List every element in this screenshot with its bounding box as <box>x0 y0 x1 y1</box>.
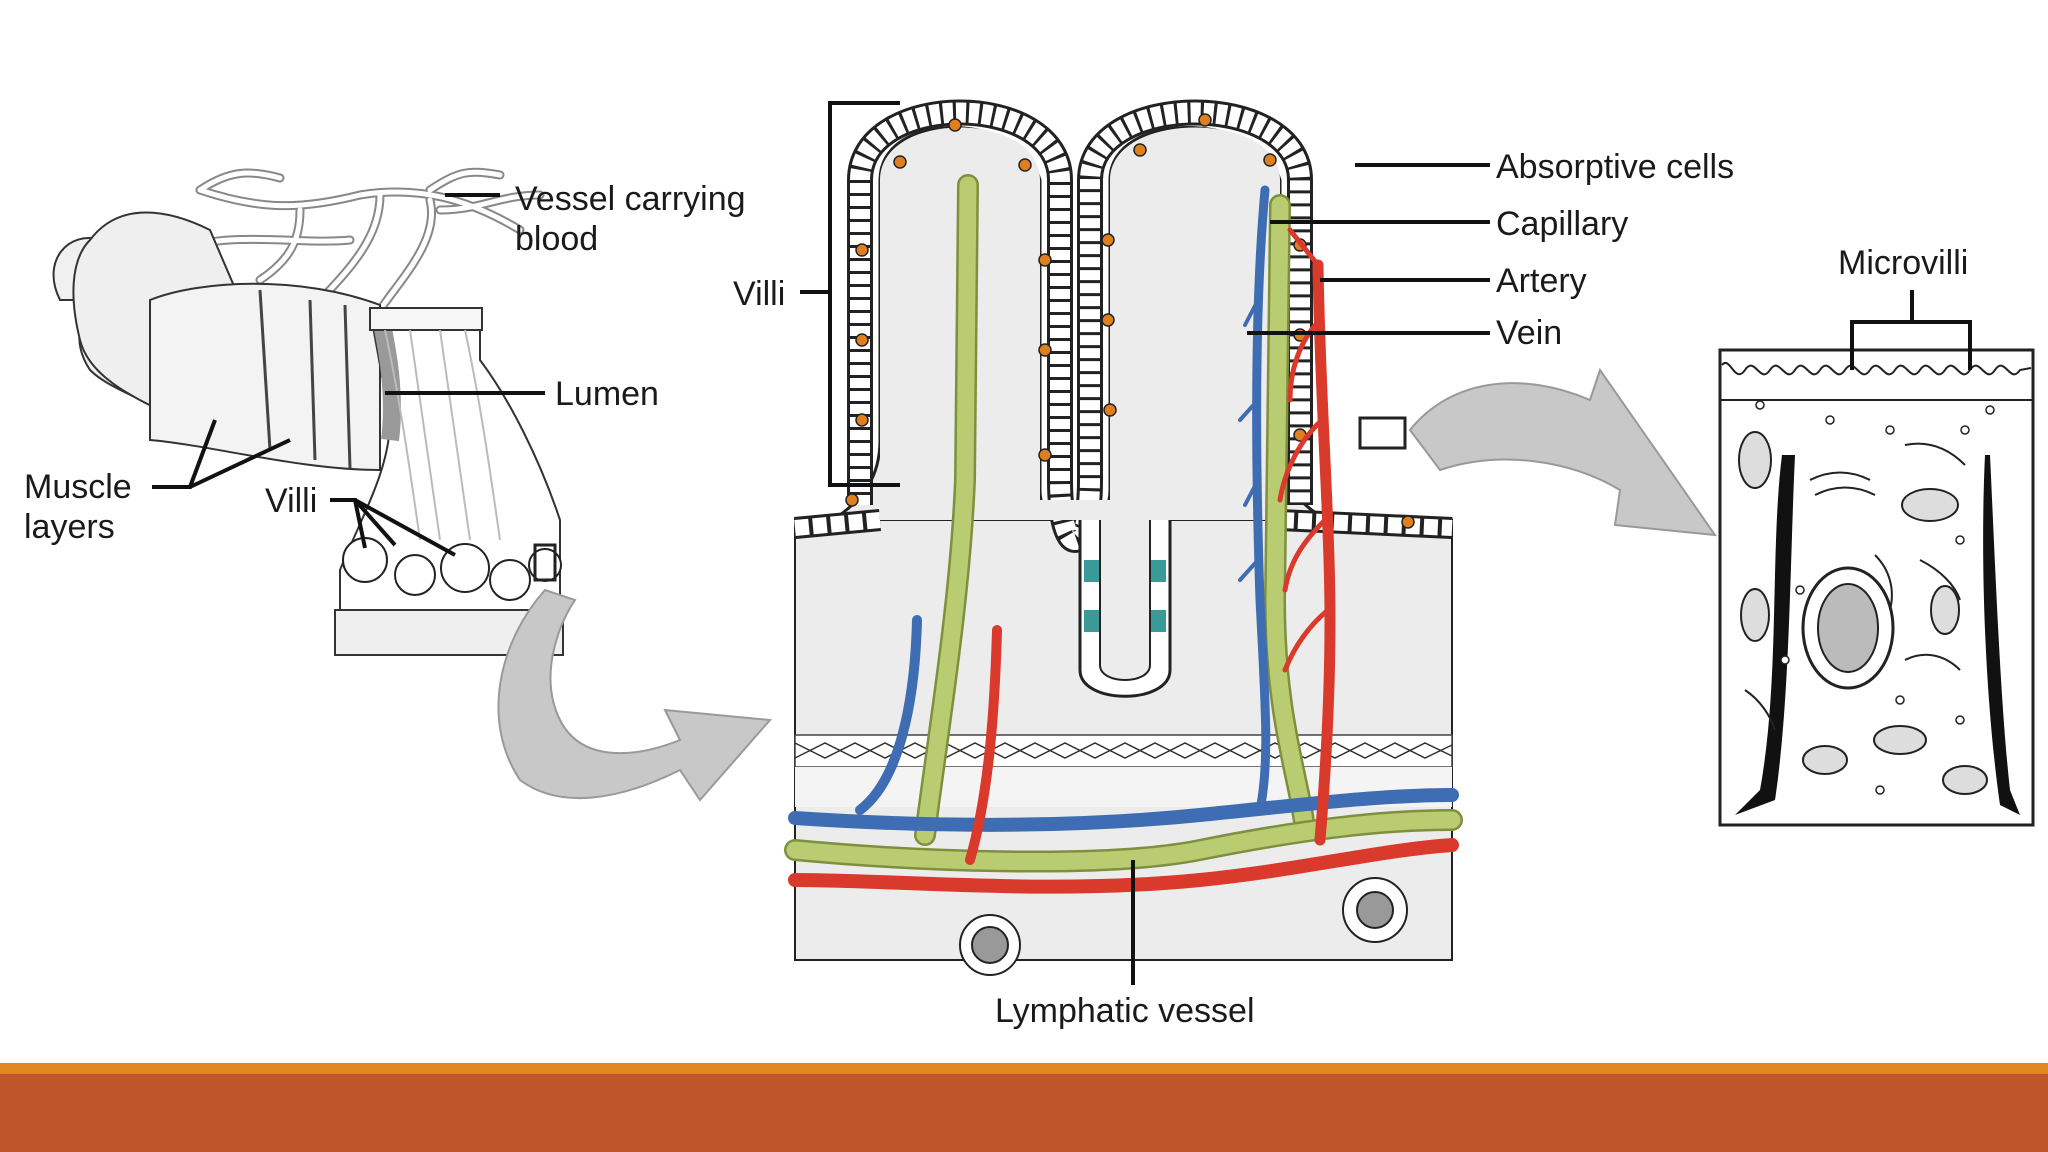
microvilli-bracket <box>1850 290 1972 370</box>
label-vein: Vein <box>1496 314 1562 352</box>
accent-bar <box>0 1063 2048 1074</box>
left-leader-lines <box>152 193 545 557</box>
label-artery: Artery <box>1496 262 1587 300</box>
footer-bar <box>0 1074 2048 1152</box>
curved-arrow-icon <box>497 588 773 802</box>
glands <box>959 877 1408 976</box>
arteries <box>788 227 1459 894</box>
intestine-illustration <box>52 167 564 656</box>
label-capillary: Capillary <box>1496 205 1628 243</box>
label-absorptive-cells: Absorptive cells <box>1496 148 1734 186</box>
curved-arrow-icon <box>1408 367 1718 537</box>
label-microvilli: Microvilli <box>1838 244 1968 282</box>
label-muscle-layers-1: Muscle <box>24 468 132 506</box>
absorptive-cell <box>1718 348 2035 827</box>
villi-bracket <box>800 101 900 487</box>
label-villi-large: Villi <box>733 275 785 313</box>
villi-cross-section <box>784 99 1463 976</box>
label-lymphatic-vessel: Lymphatic vessel <box>995 992 1255 1030</box>
right-leader-lines <box>1131 163 1490 985</box>
label-lumen: Lumen <box>555 375 659 413</box>
label-vessel-carrying-blood-1: Vessel carrying <box>515 180 746 218</box>
veins <box>788 185 1459 832</box>
intestine-villi-diagram: Vessel carrying blood Lumen Muscle layer… <box>24 99 2035 1030</box>
label-vessel-carrying-blood-2: blood <box>515 220 598 258</box>
label-villi-small: Villi <box>265 482 317 520</box>
label-muscle-layers-2: layers <box>24 508 115 546</box>
